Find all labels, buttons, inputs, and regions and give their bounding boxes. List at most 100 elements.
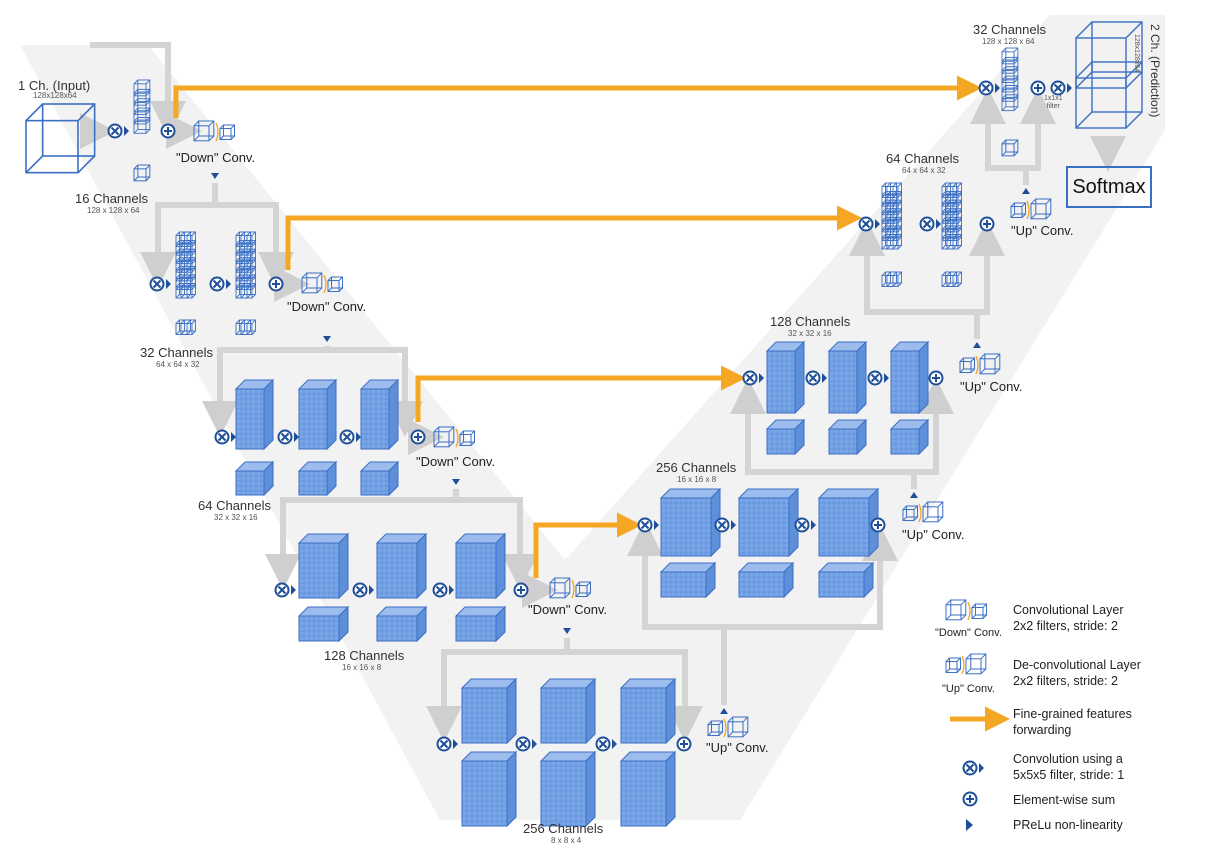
stack-cube bbox=[886, 208, 902, 224]
down-conv-small-cube bbox=[327, 276, 344, 293]
enc4-extra-1 bbox=[297, 605, 350, 643]
dec2-extra-2 bbox=[827, 418, 868, 456]
enc4-down-conv-icon bbox=[549, 577, 592, 599]
dec2-block-2 bbox=[827, 340, 868, 415]
bottleneck-sum-op-icon bbox=[676, 736, 692, 752]
dec2-block-3 bbox=[889, 340, 930, 415]
dec4-feature-stack bbox=[1001, 47, 1019, 112]
dec1-extra-2 bbox=[737, 561, 795, 599]
enc3-block-3 bbox=[359, 378, 400, 451]
prelu-icon bbox=[449, 585, 454, 595]
legend-sum-op-icon bbox=[962, 791, 978, 807]
enc4-block-2 bbox=[375, 532, 428, 600]
down-conv-big-cube bbox=[549, 577, 571, 599]
dec4-residual-arrow bbox=[988, 88, 1056, 171]
enc3-conv-op-2-icon bbox=[277, 429, 299, 445]
up-conv-big-cube bbox=[922, 501, 944, 523]
enc4-conv-op-1-icon bbox=[274, 582, 296, 598]
dec2-conv-op-3-icon bbox=[867, 370, 889, 386]
bottleneck-extra-3 bbox=[619, 750, 677, 828]
up-conv-small-cube bbox=[959, 357, 976, 374]
bottleneck-block-3 bbox=[619, 677, 677, 745]
prelu-icon bbox=[731, 520, 736, 530]
prelu-icon bbox=[1067, 83, 1072, 93]
enc2-feature-stack-1 bbox=[175, 231, 196, 299]
dec2-up-arrow-icon bbox=[973, 342, 981, 348]
stack-cube bbox=[240, 248, 256, 265]
enc4-conv-op-3-icon bbox=[432, 582, 454, 598]
prelu-icon bbox=[936, 219, 941, 229]
dec3-extra-stack-2 bbox=[941, 271, 962, 287]
enc2-conv-op-2-icon bbox=[209, 276, 231, 292]
skip-level-2 bbox=[285, 205, 862, 270]
output-conv-op-icon bbox=[1050, 80, 1072, 96]
enc2-sum-op-icon bbox=[268, 276, 284, 292]
dec4-conv-op-icon bbox=[978, 80, 1000, 96]
stack-cube bbox=[1001, 84, 1019, 102]
prelu-icon bbox=[226, 279, 231, 289]
prelu-icon bbox=[532, 739, 537, 749]
up-conv-small-cube bbox=[1010, 202, 1027, 219]
enc4-sum-op-icon bbox=[513, 582, 529, 598]
prelu-icon bbox=[612, 739, 617, 749]
prelu-icon bbox=[453, 739, 458, 749]
dec2-up-conv-icon bbox=[959, 353, 1001, 375]
stack-cube bbox=[946, 271, 962, 287]
stack-cube bbox=[240, 283, 256, 299]
enc3-conv-op-1-icon bbox=[214, 429, 236, 445]
dec2-block-1 bbox=[765, 340, 806, 415]
enc4-extra-3 bbox=[454, 605, 507, 643]
bottleneck-block-1 bbox=[460, 677, 518, 745]
up-conv-small-cube bbox=[945, 657, 962, 674]
prelu-icon bbox=[291, 585, 296, 595]
enc2-conv-op-1-icon bbox=[149, 276, 171, 292]
up-conv-big-cube bbox=[965, 653, 987, 675]
enc4-extra-2 bbox=[375, 605, 428, 643]
legend-up-conv-icon bbox=[945, 653, 987, 675]
prelu-icon bbox=[356, 432, 361, 442]
down-conv-big-cube bbox=[433, 426, 455, 448]
enc3-sum-op-icon bbox=[410, 429, 426, 445]
enc3-extra-1 bbox=[234, 460, 275, 497]
dec3-residual-arrow bbox=[867, 220, 1005, 315]
bottleneck-residual-arrow bbox=[444, 649, 703, 742]
prelu-icon bbox=[124, 126, 129, 136]
up-conv-small-cube bbox=[707, 720, 724, 737]
enc2-residual-arrow bbox=[158, 202, 294, 288]
prelu-icon bbox=[995, 83, 1000, 93]
enc3-extra-2 bbox=[297, 460, 338, 497]
skip-level-1 bbox=[173, 75, 982, 118]
enc4-conv-op-2-icon bbox=[352, 582, 374, 598]
prelu-icon bbox=[875, 219, 880, 229]
stack-cube bbox=[1001, 47, 1019, 65]
up-conv-big-cube bbox=[1030, 198, 1052, 220]
skip-level-3 bbox=[415, 365, 746, 422]
prelu-icon bbox=[884, 373, 889, 383]
dec2-residual-arrow bbox=[748, 378, 954, 475]
stack-cube bbox=[180, 257, 196, 273]
dec3-up-arrow-icon bbox=[1022, 188, 1030, 194]
down-conv-big-cube bbox=[301, 272, 323, 294]
stack-cube bbox=[1001, 66, 1019, 84]
stack-cube bbox=[180, 319, 196, 335]
enc1-sum-op-icon bbox=[160, 123, 176, 139]
enc4-block-1 bbox=[297, 532, 350, 600]
dec3-feature-stack-2 bbox=[941, 182, 962, 250]
down-conv-small-cube bbox=[459, 430, 476, 447]
enc3-down-conv-icon bbox=[433, 426, 476, 448]
enc3-block-2 bbox=[297, 378, 338, 451]
stack-cube bbox=[240, 319, 256, 335]
stack-cube bbox=[133, 88, 151, 106]
prelu-icon bbox=[811, 520, 816, 530]
dec2-conv-op-1-icon bbox=[742, 370, 764, 386]
dec1-up-conv-icon bbox=[902, 501, 944, 523]
legend-down-conv-icon bbox=[945, 599, 988, 621]
dec4-extra-cube bbox=[1001, 139, 1019, 157]
output-cube-1 bbox=[1075, 21, 1143, 89]
dec3-up-conv-icon bbox=[1010, 198, 1052, 220]
dec1-block-2 bbox=[737, 487, 800, 558]
skip-level-4 bbox=[533, 512, 642, 578]
dec1-conv-op-2-icon bbox=[714, 517, 736, 533]
dec3-extra-stack-1 bbox=[881, 271, 902, 287]
